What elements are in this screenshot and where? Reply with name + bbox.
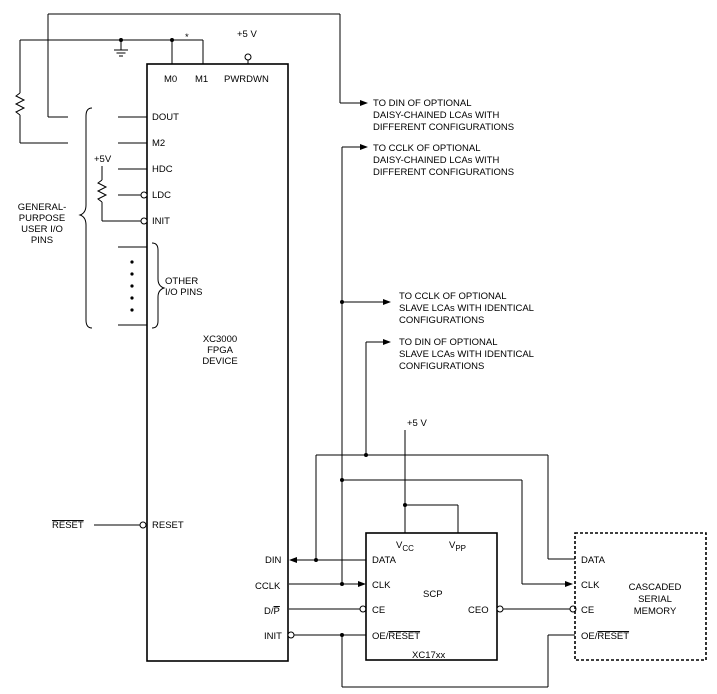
pin-init-label: INIT — [152, 216, 170, 227]
pin-m0-label: M0 — [164, 74, 177, 85]
init-pullup-resistor-icon — [96, 179, 108, 203]
ground-icon — [114, 49, 128, 57]
cclk-scp-arrow-icon — [358, 581, 366, 587]
note-line: CONFIGURATIONS — [399, 361, 484, 372]
note-cclk-daisy-chain: TO CCLK OF OPTIONAL DAISY-CHAINED LCAs W… — [373, 143, 514, 178]
m1-star: * — [185, 32, 189, 43]
init-right-inverter-bubble — [287, 631, 295, 639]
pwrdwn-power-terminal — [244, 53, 252, 61]
pin-hdc-label: HDC — [152, 164, 173, 175]
memory-pin-clk: CLK — [581, 580, 600, 591]
cclk-daisy-arrow-icon — [360, 144, 368, 150]
pin-init-right-label: INIT — [264, 631, 282, 642]
fpga-device-box — [146, 63, 289, 662]
other-io-brace — [151, 242, 166, 329]
cclk-slave-arrow-icon — [383, 299, 391, 305]
note-line: SLAVE LCAs WITH IDENTICAL — [399, 349, 534, 360]
din-arrow-icon — [289, 557, 297, 563]
note-line: SLAVE LCAs WITH IDENTICAL — [399, 303, 534, 314]
reset-inverter-bubble — [139, 521, 147, 529]
dout-arrow-icon — [360, 100, 368, 106]
scp-pin-oe-reset: OE/RESET — [372, 631, 420, 642]
fpga-name-line: FPGA — [207, 345, 234, 356]
fpga-name-line: DEVICE — [202, 356, 237, 367]
io-ellipsis-dot — [130, 308, 134, 312]
scp-pin-ce: CE — [372, 605, 385, 616]
scp-name: SCP — [423, 589, 443, 600]
power-label-scp: +5 V — [407, 418, 427, 429]
scp-ceo-bubble — [496, 605, 504, 613]
scp-pin-clk: CLK — [372, 580, 391, 591]
scp-part-label: XC17xx — [412, 650, 446, 661]
pin-m2-label: M2 — [152, 138, 165, 149]
scp-pin-data: DATA — [372, 555, 397, 566]
io-ellipsis-dot — [130, 284, 134, 288]
memory-clk-arrow-icon — [565, 581, 573, 587]
general-purpose-brace — [78, 107, 93, 329]
power-label-top: +5 V — [237, 29, 257, 40]
other-io-label-line: OTHER — [165, 276, 198, 287]
note-line: TO DIN OF OPTIONAL — [373, 98, 472, 109]
fpga-name-line: XC3000 — [203, 334, 237, 345]
io-ellipsis-dot — [130, 272, 134, 276]
pin-reset-label: RESET — [152, 520, 184, 531]
memory-name-line: SERIAL — [638, 594, 672, 605]
power-label-small: +5V — [94, 154, 112, 165]
note-line: TO CCLK OF OPTIONAL — [373, 143, 481, 154]
pin-dout-label: DOUT — [152, 112, 179, 123]
pin-ldc-label: LDC — [152, 190, 171, 201]
scp-box — [365, 532, 498, 661]
note-line: CONFIGURATIONS — [399, 315, 484, 326]
ldc-inverter-bubble — [140, 191, 148, 199]
m2-resistor-icon — [14, 92, 26, 116]
memory-pin-data: DATA — [581, 555, 606, 566]
scp-vpp-label: VPP — [449, 540, 466, 553]
note-line: DIFFERENT CONFIGURATIONS — [373, 167, 514, 178]
gp-label-line: GENERAL- — [18, 202, 67, 213]
gp-label-line: PURPOSE — [19, 213, 65, 224]
io-ellipsis-dot — [130, 260, 134, 264]
pin-dp-label: D/P — [264, 606, 280, 617]
note-line: DIFFERENT CONFIGURATIONS — [373, 122, 514, 133]
pin-cclk-label: CCLK — [255, 581, 281, 592]
cascaded-memory-box — [574, 532, 707, 661]
gp-label-line: PINS — [31, 235, 53, 246]
scp-vcc-label: VCC — [396, 540, 414, 553]
memory-name-line: CASCADED — [629, 582, 682, 593]
scp-pin-ceo: CEO — [468, 605, 489, 616]
pin-pwrdwn-label: PWRDWN — [224, 74, 269, 85]
junction-m0 — [170, 38, 174, 42]
memory-pin-oe-reset: OE/RESET — [581, 631, 629, 642]
note-line: TO CCLK OF OPTIONAL — [399, 291, 507, 302]
note-din-daisy-chain: TO DIN OF OPTIONAL DAISY-CHAINED LCAs WI… — [373, 98, 514, 133]
note-line: DAISY-CHAINED LCAs WITH — [373, 110, 499, 121]
pin-m1-label: M1 — [195, 74, 208, 85]
memory-pin-ce: CE — [581, 605, 594, 616]
note-line: TO DIN OF OPTIONAL — [399, 337, 498, 348]
pin-din-label: DIN — [265, 555, 282, 566]
reset-input-label: RESET — [52, 520, 84, 531]
init-inverter-bubble — [140, 217, 148, 225]
note-din-slave: TO DIN OF OPTIONAL SLAVE LCAs WITH IDENT… — [399, 337, 534, 372]
din-slave-arrow-icon — [383, 339, 391, 345]
scp-ce-bubble — [359, 605, 367, 613]
other-io-label-line: I/O PINS — [165, 287, 202, 298]
note-cclk-slave: TO CCLK OF OPTIONAL SLAVE LCAs WITH IDEN… — [399, 291, 534, 326]
gp-label-line: USER I/O — [21, 224, 63, 235]
note-line: DAISY-CHAINED LCAs WITH — [373, 155, 499, 166]
io-ellipsis-dot — [130, 296, 134, 300]
memory-name-line: MEMORY — [634, 606, 677, 617]
